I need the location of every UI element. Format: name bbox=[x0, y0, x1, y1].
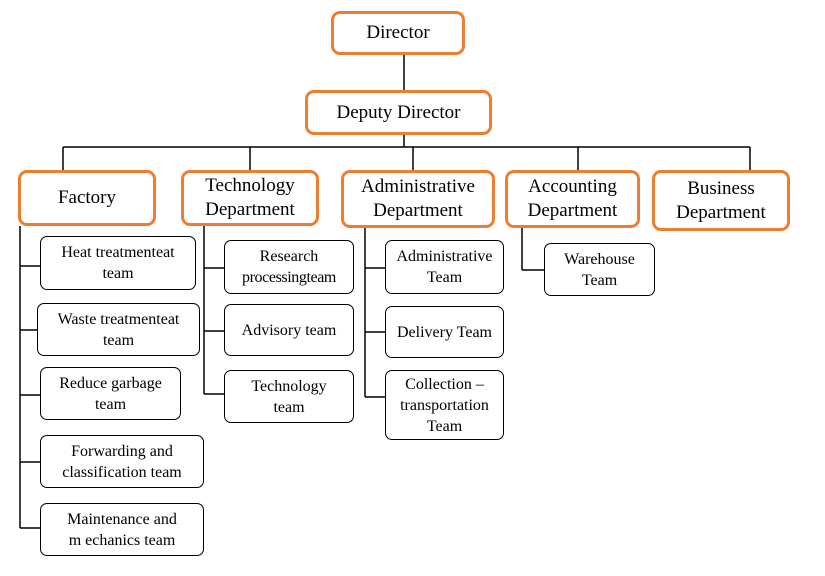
administrative-department-box: Administrative Department bbox=[341, 170, 495, 228]
accounting-department-label-line1: Accounting bbox=[528, 176, 617, 197]
team-label-line1: Collection – bbox=[405, 375, 484, 393]
technology-team-advisory: Advisory team bbox=[224, 304, 354, 356]
team-label-line1: Waste treatmenteat bbox=[57, 310, 180, 328]
administrative-team-delivery: Delivery Team bbox=[385, 306, 504, 358]
technology-department-label-line2: Department bbox=[205, 199, 295, 220]
team-label-line1: Reduce garbage bbox=[59, 374, 162, 392]
factory-team-forwarding: Forwarding and classification team bbox=[40, 435, 204, 488]
administrative-team-admin: Administrative Team bbox=[385, 240, 504, 294]
team-label-line3: Team bbox=[426, 417, 463, 435]
team-label-line1: Advisory team bbox=[241, 321, 337, 339]
accounting-team-warehouse: Warehouse Team bbox=[544, 243, 655, 296]
administrative-team-collection: Collection – transportation Team bbox=[385, 370, 504, 440]
accounting-department-label-line2: Department bbox=[527, 200, 618, 221]
technology-department-label-line1: Technology bbox=[205, 175, 295, 196]
team-label-line2: classification team bbox=[62, 463, 182, 481]
deputy-director-label: Deputy Director bbox=[336, 101, 461, 123]
team-label-line1: Research bbox=[259, 248, 319, 265]
administrative-department-label-line1: Administrative bbox=[361, 176, 475, 197]
factory-label: Factory bbox=[57, 187, 117, 208]
accounting-department-box: Accounting Department bbox=[505, 170, 640, 228]
technology-team-research: Research processingteam bbox=[224, 240, 354, 294]
director-label: Director bbox=[366, 22, 430, 43]
team-label-line2: m echanics team bbox=[68, 531, 176, 549]
team-label-line2: team bbox=[273, 398, 305, 416]
team-label-line2: team bbox=[94, 395, 127, 413]
factory-team-maintenance: Maintenance and m echanics team bbox=[40, 503, 204, 556]
team-label-line2: team bbox=[102, 331, 135, 349]
director-box: Director bbox=[331, 11, 465, 55]
business-department-box: Business Department bbox=[652, 170, 790, 231]
factory-box: Factory bbox=[18, 170, 156, 226]
technology-department-box: Technology Department bbox=[181, 170, 319, 226]
business-department-label-line1: Business bbox=[687, 177, 755, 199]
team-label-line1: Forwarding and bbox=[71, 442, 173, 460]
team-label-line2: team bbox=[102, 265, 134, 282]
team-label-line1: Delivery Team bbox=[397, 323, 492, 341]
team-label-line1: Technology bbox=[251, 377, 327, 395]
team-label-line2: Team bbox=[581, 271, 618, 289]
technology-team-technology: Technology team bbox=[224, 370, 354, 423]
team-label-line1: Maintenance and bbox=[67, 510, 177, 528]
deputy-director-box: Deputy Director bbox=[305, 90, 492, 135]
team-label-line1: Administrative bbox=[396, 248, 493, 265]
team-label-line1: Warehouse bbox=[564, 250, 635, 268]
factory-team-heat-treatment: Heat treatmenteat team bbox=[40, 236, 196, 290]
business-department-label-line2: Department bbox=[676, 201, 766, 223]
team-label-line2: transportation bbox=[400, 396, 489, 414]
factory-team-reduce-garbage: Reduce garbage team bbox=[40, 367, 181, 420]
factory-team-waste-treatment: Waste treatmenteat team bbox=[37, 303, 200, 356]
team-label-line1: Heat treatmenteat bbox=[61, 244, 175, 261]
team-label-line2: processingteam bbox=[242, 269, 336, 286]
team-label-line2: Team bbox=[426, 269, 463, 286]
administrative-department-label-line2: Department bbox=[373, 200, 463, 221]
